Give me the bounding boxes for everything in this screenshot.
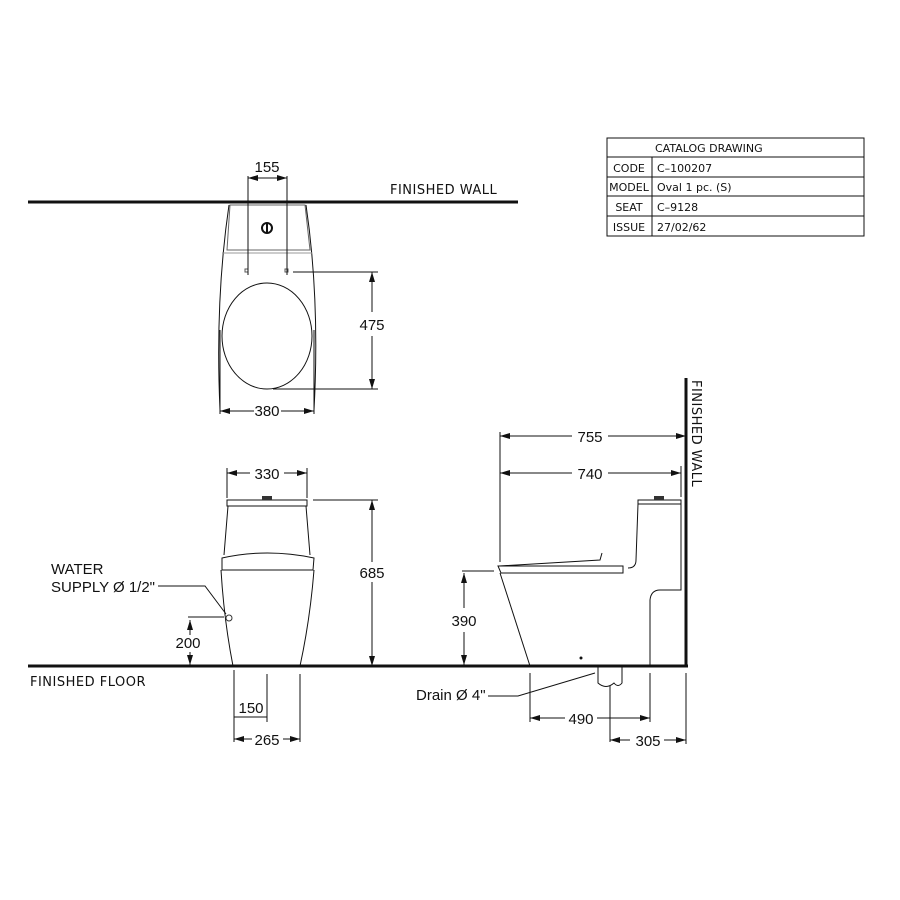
drain-label: Drain Ø 4" [416,687,486,704]
title-row-label: ISSUE [613,221,645,234]
title-row-label: SEAT [615,201,643,214]
finished-wall-side-label: FINISHED WALL [688,380,703,488]
title-row-value: Oval 1 pc. (S) [657,181,732,194]
dim-body-depth: 740 [577,466,602,483]
dim-seat-height: 390 [451,613,476,630]
dim-drain-to-front: 490 [568,711,593,728]
finished-floor-label: FINISHED FLOOR [30,675,146,690]
top-view: FINISHED WALL 155 475 380 [28,159,518,420]
title-block: CATALOG DRAWING CODE C–100207 MODEL Oval… [606,137,865,237]
front-view: FINISHED FLOOR 330 685 WATER SUPPLY Ø 1/… [28,466,400,749]
side-view: FINISHED WALL 755 740 390 Drain Ø 4" [400,378,703,750]
water-supply-label: SUPPLY Ø 1/2" [51,579,155,596]
title-row-value: C–100207 [657,162,712,175]
dim-inlet-spacing: 155 [254,159,279,176]
dim-drain-to-wall: 305 [635,733,660,750]
dim-supply-offset: 150 [238,700,263,717]
dim-seat-length: 475 [359,317,384,334]
title-row-value: 27/02/62 [657,221,706,234]
dim-supply-height: 200 [175,635,200,652]
seat-outline [221,282,313,390]
dim-total-height: 685 [359,565,384,582]
dim-base-width: 265 [254,732,279,749]
title-row-label: MODEL [609,181,650,194]
dim-overall-depth: 755 [577,429,602,446]
title-row-label: CODE [613,162,645,175]
title-row-value: C–9128 [657,201,698,214]
title-block-heading: CATALOG DRAWING [655,142,763,155]
water-supply-label: WATER [51,561,104,578]
finished-wall-label: FINISHED WALL [390,183,498,198]
dim-width: 380 [254,403,279,420]
dim-tank-width: 330 [254,466,279,483]
